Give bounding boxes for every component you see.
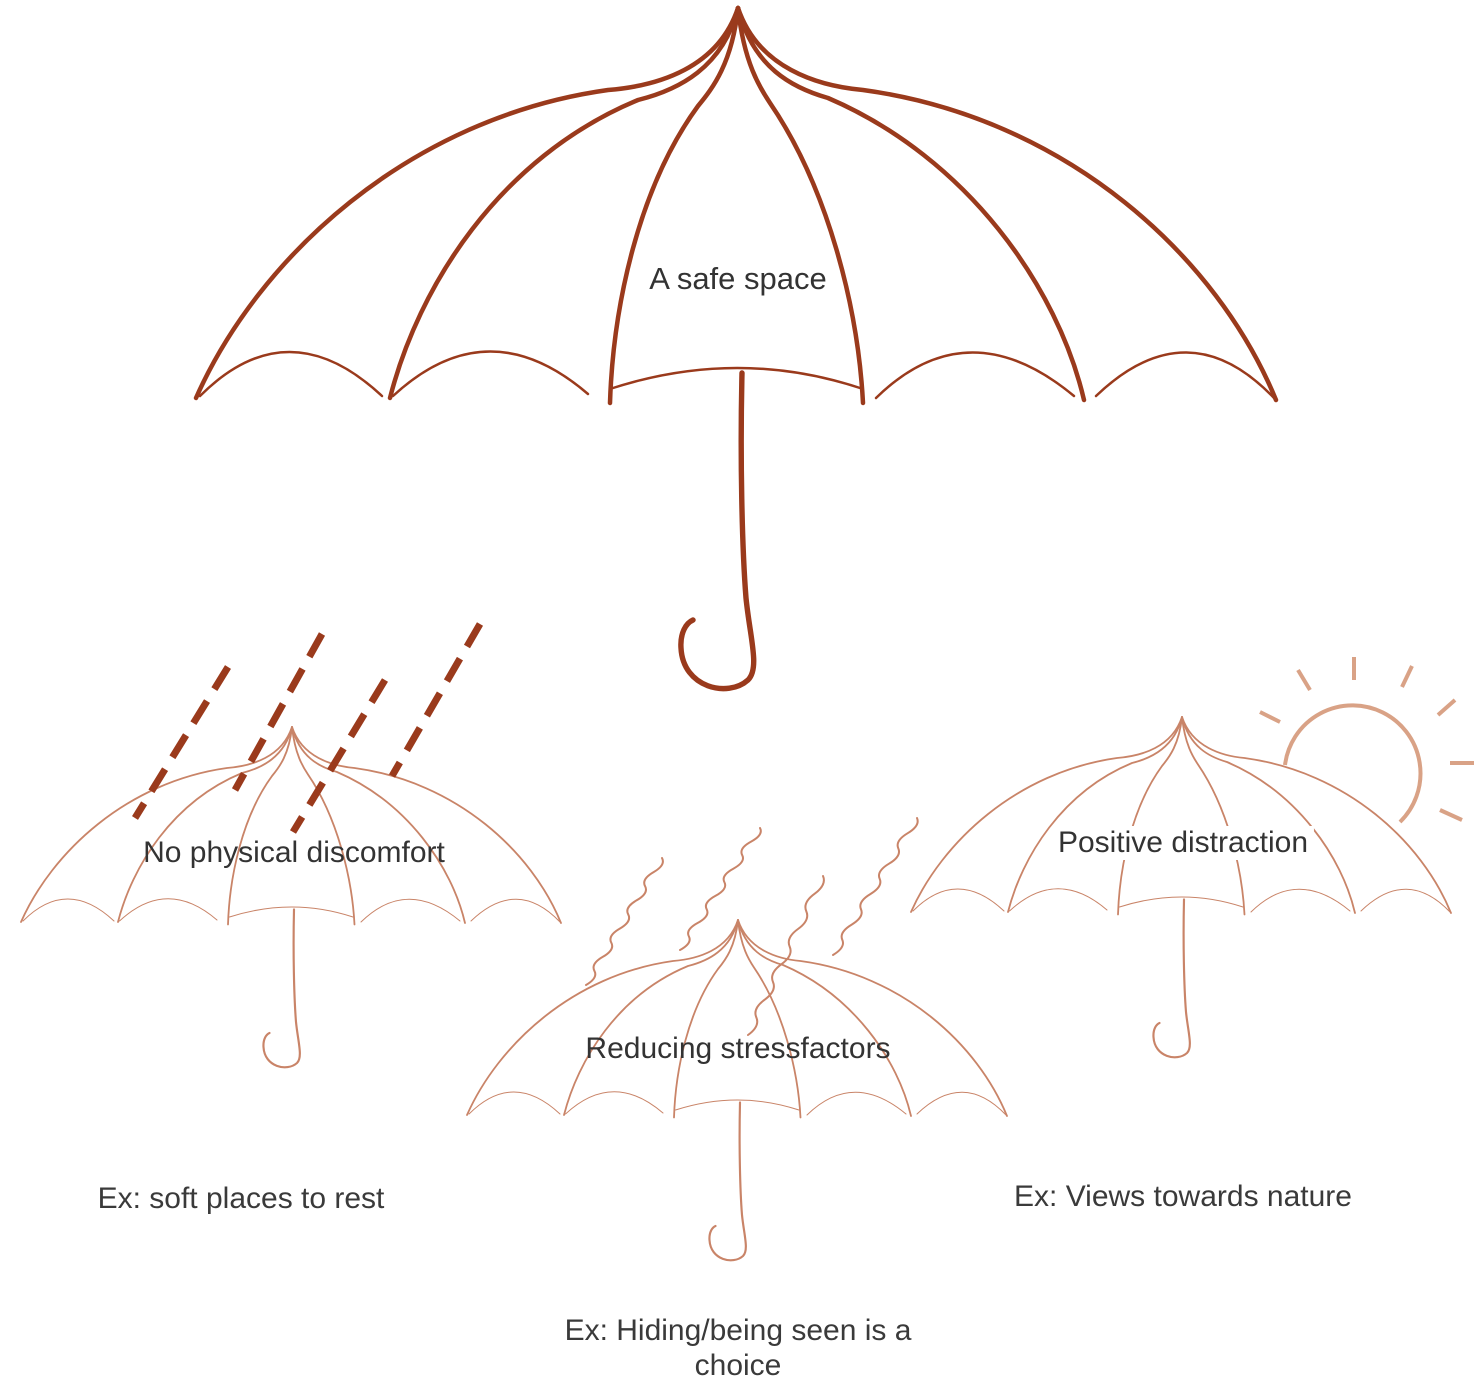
umbrella-rib: [467, 920, 738, 1115]
umbrella-hem: [471, 899, 560, 922]
umbrella-hem: [913, 889, 1004, 911]
umbrella-hem: [469, 1092, 560, 1114]
umbrella-rib: [738, 8, 863, 403]
umbrella-hem: [1010, 889, 1108, 911]
umbrella-rib: [1118, 717, 1182, 915]
sun-ray: [1440, 810, 1462, 820]
umbrella-hem: [1361, 889, 1450, 912]
umbrella-right-icon: [911, 717, 1451, 1057]
sun-ray: [1298, 670, 1310, 690]
wind-squiggle: [586, 858, 663, 985]
umbrella-rib: [738, 920, 1007, 1116]
umbrella-rib: [1182, 717, 1355, 913]
umbrella-rib: [738, 920, 911, 1116]
main-umbrella-label: A safe space: [649, 261, 827, 297]
main-umbrella-icon: [196, 8, 1276, 689]
rain-icon: [135, 624, 480, 832]
umbrella-hem: [230, 907, 354, 917]
umbrella-hem: [807, 1092, 906, 1115]
umbrella-right-label: Positive distraction: [1052, 826, 1314, 860]
sun-ray: [1402, 666, 1412, 687]
umbrella-hem: [566, 1092, 664, 1114]
umbrella-rib: [564, 920, 738, 1115]
umbrella-hem: [613, 368, 860, 388]
umbrella-hem: [393, 351, 588, 396]
umbrella-rib: [610, 8, 738, 403]
umbrella-rib: [292, 727, 561, 923]
umbrella-rib: [292, 727, 355, 925]
umbrella-left-icon: [21, 727, 561, 1067]
umbrella-rib: [292, 727, 465, 923]
umbrella-left-caption: Ex: soft places to rest: [98, 1182, 385, 1216]
umbrella-handle: [263, 910, 299, 1068]
sun-ray: [1438, 700, 1455, 715]
umbrella-handle: [709, 1103, 745, 1261]
umbrella-rib: [738, 8, 1276, 400]
umbrella-hem: [917, 1092, 1006, 1115]
umbrella-hem: [361, 899, 460, 922]
umbrella-hem: [876, 352, 1074, 398]
umbrella-center-caption: Ex: Hiding/being seen is a choice: [548, 1313, 928, 1384]
umbrella-center-icon: [467, 920, 1007, 1260]
umbrella-hem: [1251, 889, 1350, 912]
sun-disc: [1285, 705, 1420, 822]
umbrella-center-label: Reducing stressfactors: [585, 1032, 890, 1066]
umbrella-hem: [676, 1100, 800, 1110]
rain-dash: [135, 667, 228, 818]
umbrella-rib: [1008, 717, 1182, 912]
umbrella-hem: [1096, 352, 1274, 398]
umbrella-rib: [1182, 717, 1245, 915]
umbrella-hem: [200, 352, 382, 396]
umbrella-hem: [23, 899, 114, 921]
wind-squiggle: [748, 876, 824, 1035]
wind-icon: [586, 818, 918, 1035]
umbrella-rib: [196, 8, 738, 398]
rain-dash: [392, 624, 480, 776]
umbrella-left-label: No physical discomfort: [143, 836, 445, 870]
umbrella-rib: [911, 717, 1182, 912]
umbrella-rib: [1182, 717, 1451, 913]
umbrella-handle: [681, 373, 754, 689]
umbrella-rib: [118, 727, 292, 922]
umbrella-hem: [1120, 897, 1244, 907]
umbrella-hem: [120, 899, 218, 921]
sun-ray: [1260, 712, 1280, 722]
umbrella-handle: [1153, 900, 1189, 1058]
umbrella-rib: [228, 727, 292, 925]
wind-squiggle: [833, 818, 918, 955]
umbrella-right-caption: Ex: Views towards nature: [1014, 1180, 1352, 1214]
umbrella-rib: [674, 920, 738, 1118]
sun-icon: [1260, 657, 1474, 822]
umbrella-rib: [390, 8, 738, 398]
wind-squiggle: [680, 828, 761, 950]
